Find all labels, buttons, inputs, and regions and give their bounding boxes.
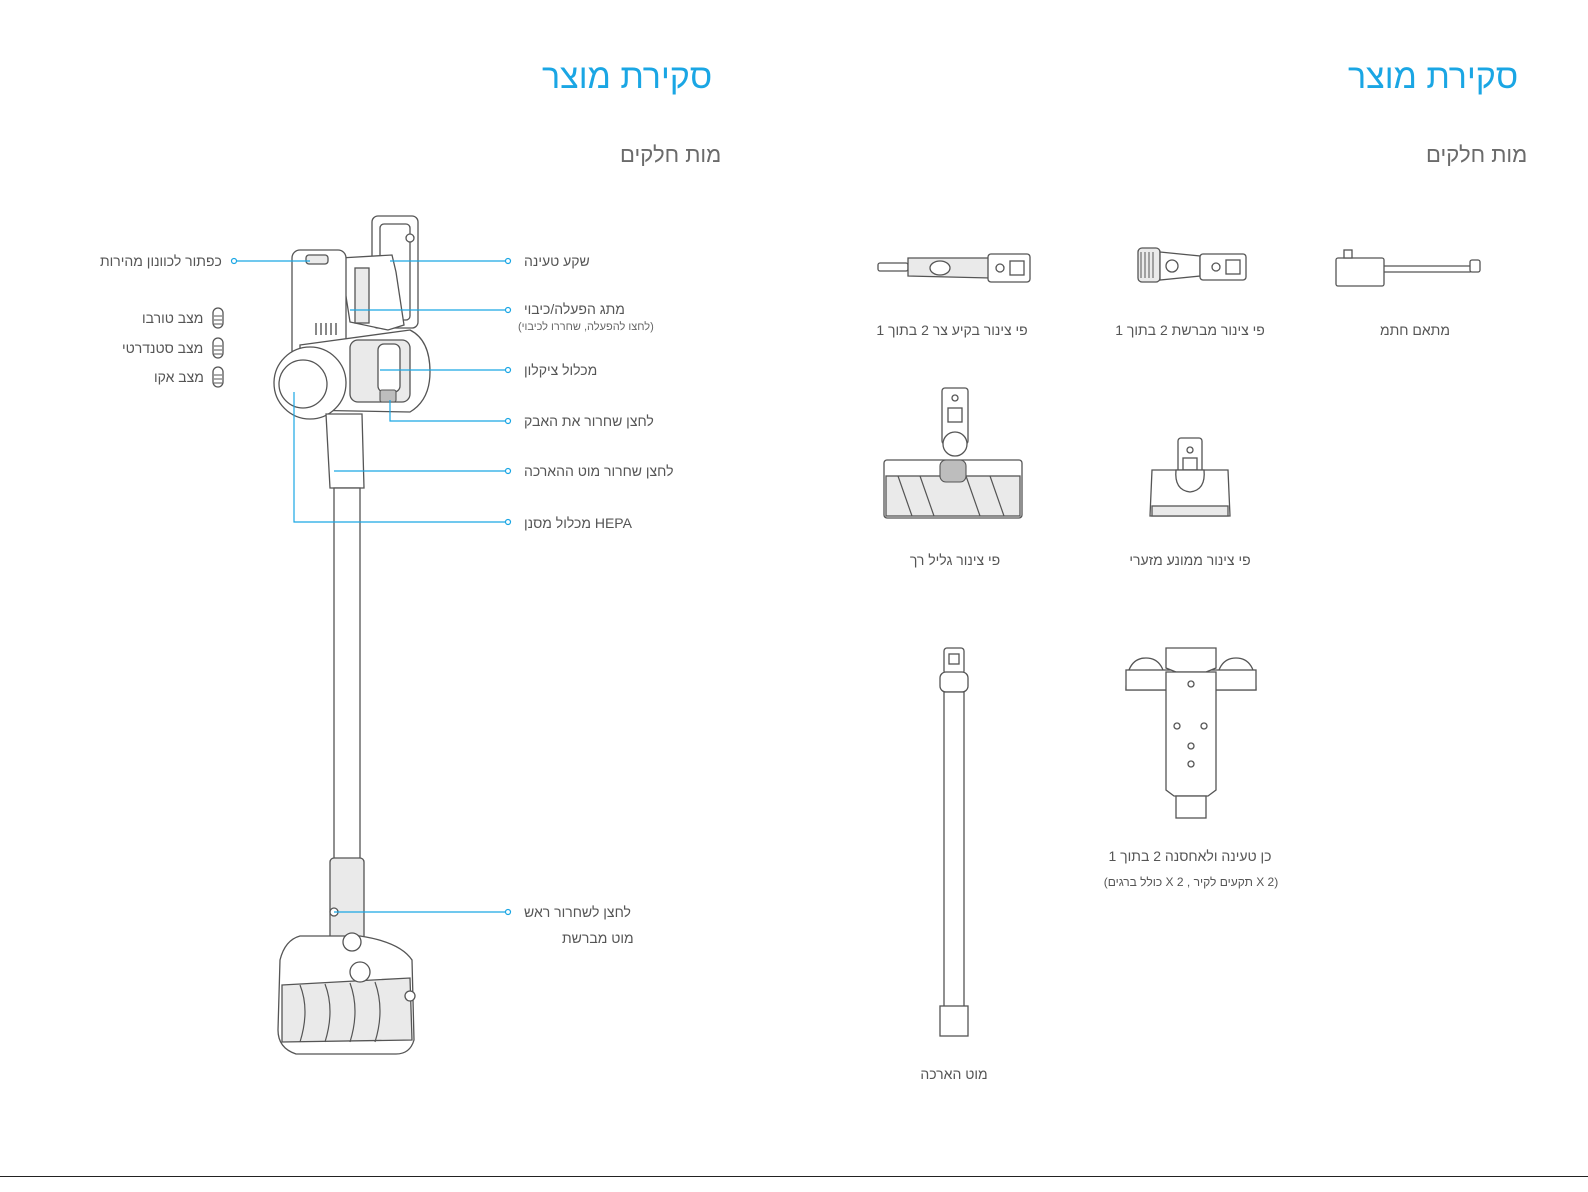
trigger-shape [355, 268, 369, 323]
power-switch-label: מתג הפעלה/כיבוי [524, 301, 625, 317]
page-bottom-rule [0, 1176, 1588, 1177]
charging-port-label: שקע טעינה [524, 253, 590, 269]
adapter-caption: מתאם חתמ [1360, 322, 1470, 338]
standard-mode-icon [213, 338, 223, 358]
brush-nozzle-caption: פי צינור מברשת 2 בתוך 1 [1100, 322, 1280, 338]
mini-motor-brush-illustration [1150, 438, 1230, 516]
head-release-label: לחצן לשחרור ראש [524, 904, 631, 920]
crevice-nozzle-caption: פי צינור בקיע צר 2 בתוך 1 [862, 322, 1042, 338]
wall-mount-illustration [1126, 648, 1256, 818]
mini-motor-brush-caption: פי צינור ממונע מזערי [1110, 552, 1270, 568]
power-switch-note: (לחצו להפעלה, שחררו לכיבוי) [518, 321, 654, 333]
extension-tube-caption: מוט הארכה [904, 1066, 1004, 1082]
turbo-mode-label: מצב טורבו [142, 310, 203, 326]
cyclone-inner-shape [378, 344, 400, 392]
turbo-mode-icon [213, 308, 223, 328]
right-page-title: סקירת מוצר [1348, 58, 1518, 97]
neck-shape [326, 414, 364, 488]
cyclone-filter-label: מכלול ציקלון [524, 362, 597, 378]
head-side-cap-shape [405, 991, 415, 1001]
adapter-illustration [1336, 250, 1480, 286]
logo-mark-shape [406, 234, 414, 242]
soft-roller-brush-caption: פי צינור גליל רך [890, 552, 1020, 568]
head-swivel-shape [350, 962, 370, 982]
extension-tube-illustration [940, 648, 968, 1036]
wall-mount-caption: כן טעינה ולאחסנה 2 בתוך 1 [1090, 848, 1290, 864]
dust-release-shape [380, 390, 396, 402]
dust-cup-inner-shape [279, 360, 327, 408]
standard-mode-label: מצב סטנדרטי [122, 340, 203, 356]
brush-nozzle-illustration [1138, 248, 1246, 282]
handle-shape [340, 255, 404, 330]
extension-release-label: לחצן שחרור מוט ההארכה [524, 463, 674, 479]
hepa-filter-label: מכלול מסנן HEPA [524, 515, 632, 531]
head-joint-shape [343, 933, 361, 951]
mode-button-shape [306, 255, 328, 264]
eco-mode-label: מצב אקו [154, 369, 204, 385]
right-page-subtitle: מות חלקים [1426, 142, 1527, 168]
soft-roller-brush-illustration [884, 388, 1022, 518]
head-release-label-line2: מוט מברשת [562, 930, 634, 946]
eco-mode-icon [213, 367, 223, 387]
crevice-nozzle-illustration [878, 254, 1030, 282]
wall-mount-note: (כולל ברגים X 2 , תקעים לקיר X 2) [1086, 875, 1296, 889]
dust-release-label: לחצן שחרור את האבק [524, 413, 654, 429]
mode-button-label: כפתור לכוונון מהירות [100, 253, 222, 269]
tube-shape [334, 488, 360, 860]
